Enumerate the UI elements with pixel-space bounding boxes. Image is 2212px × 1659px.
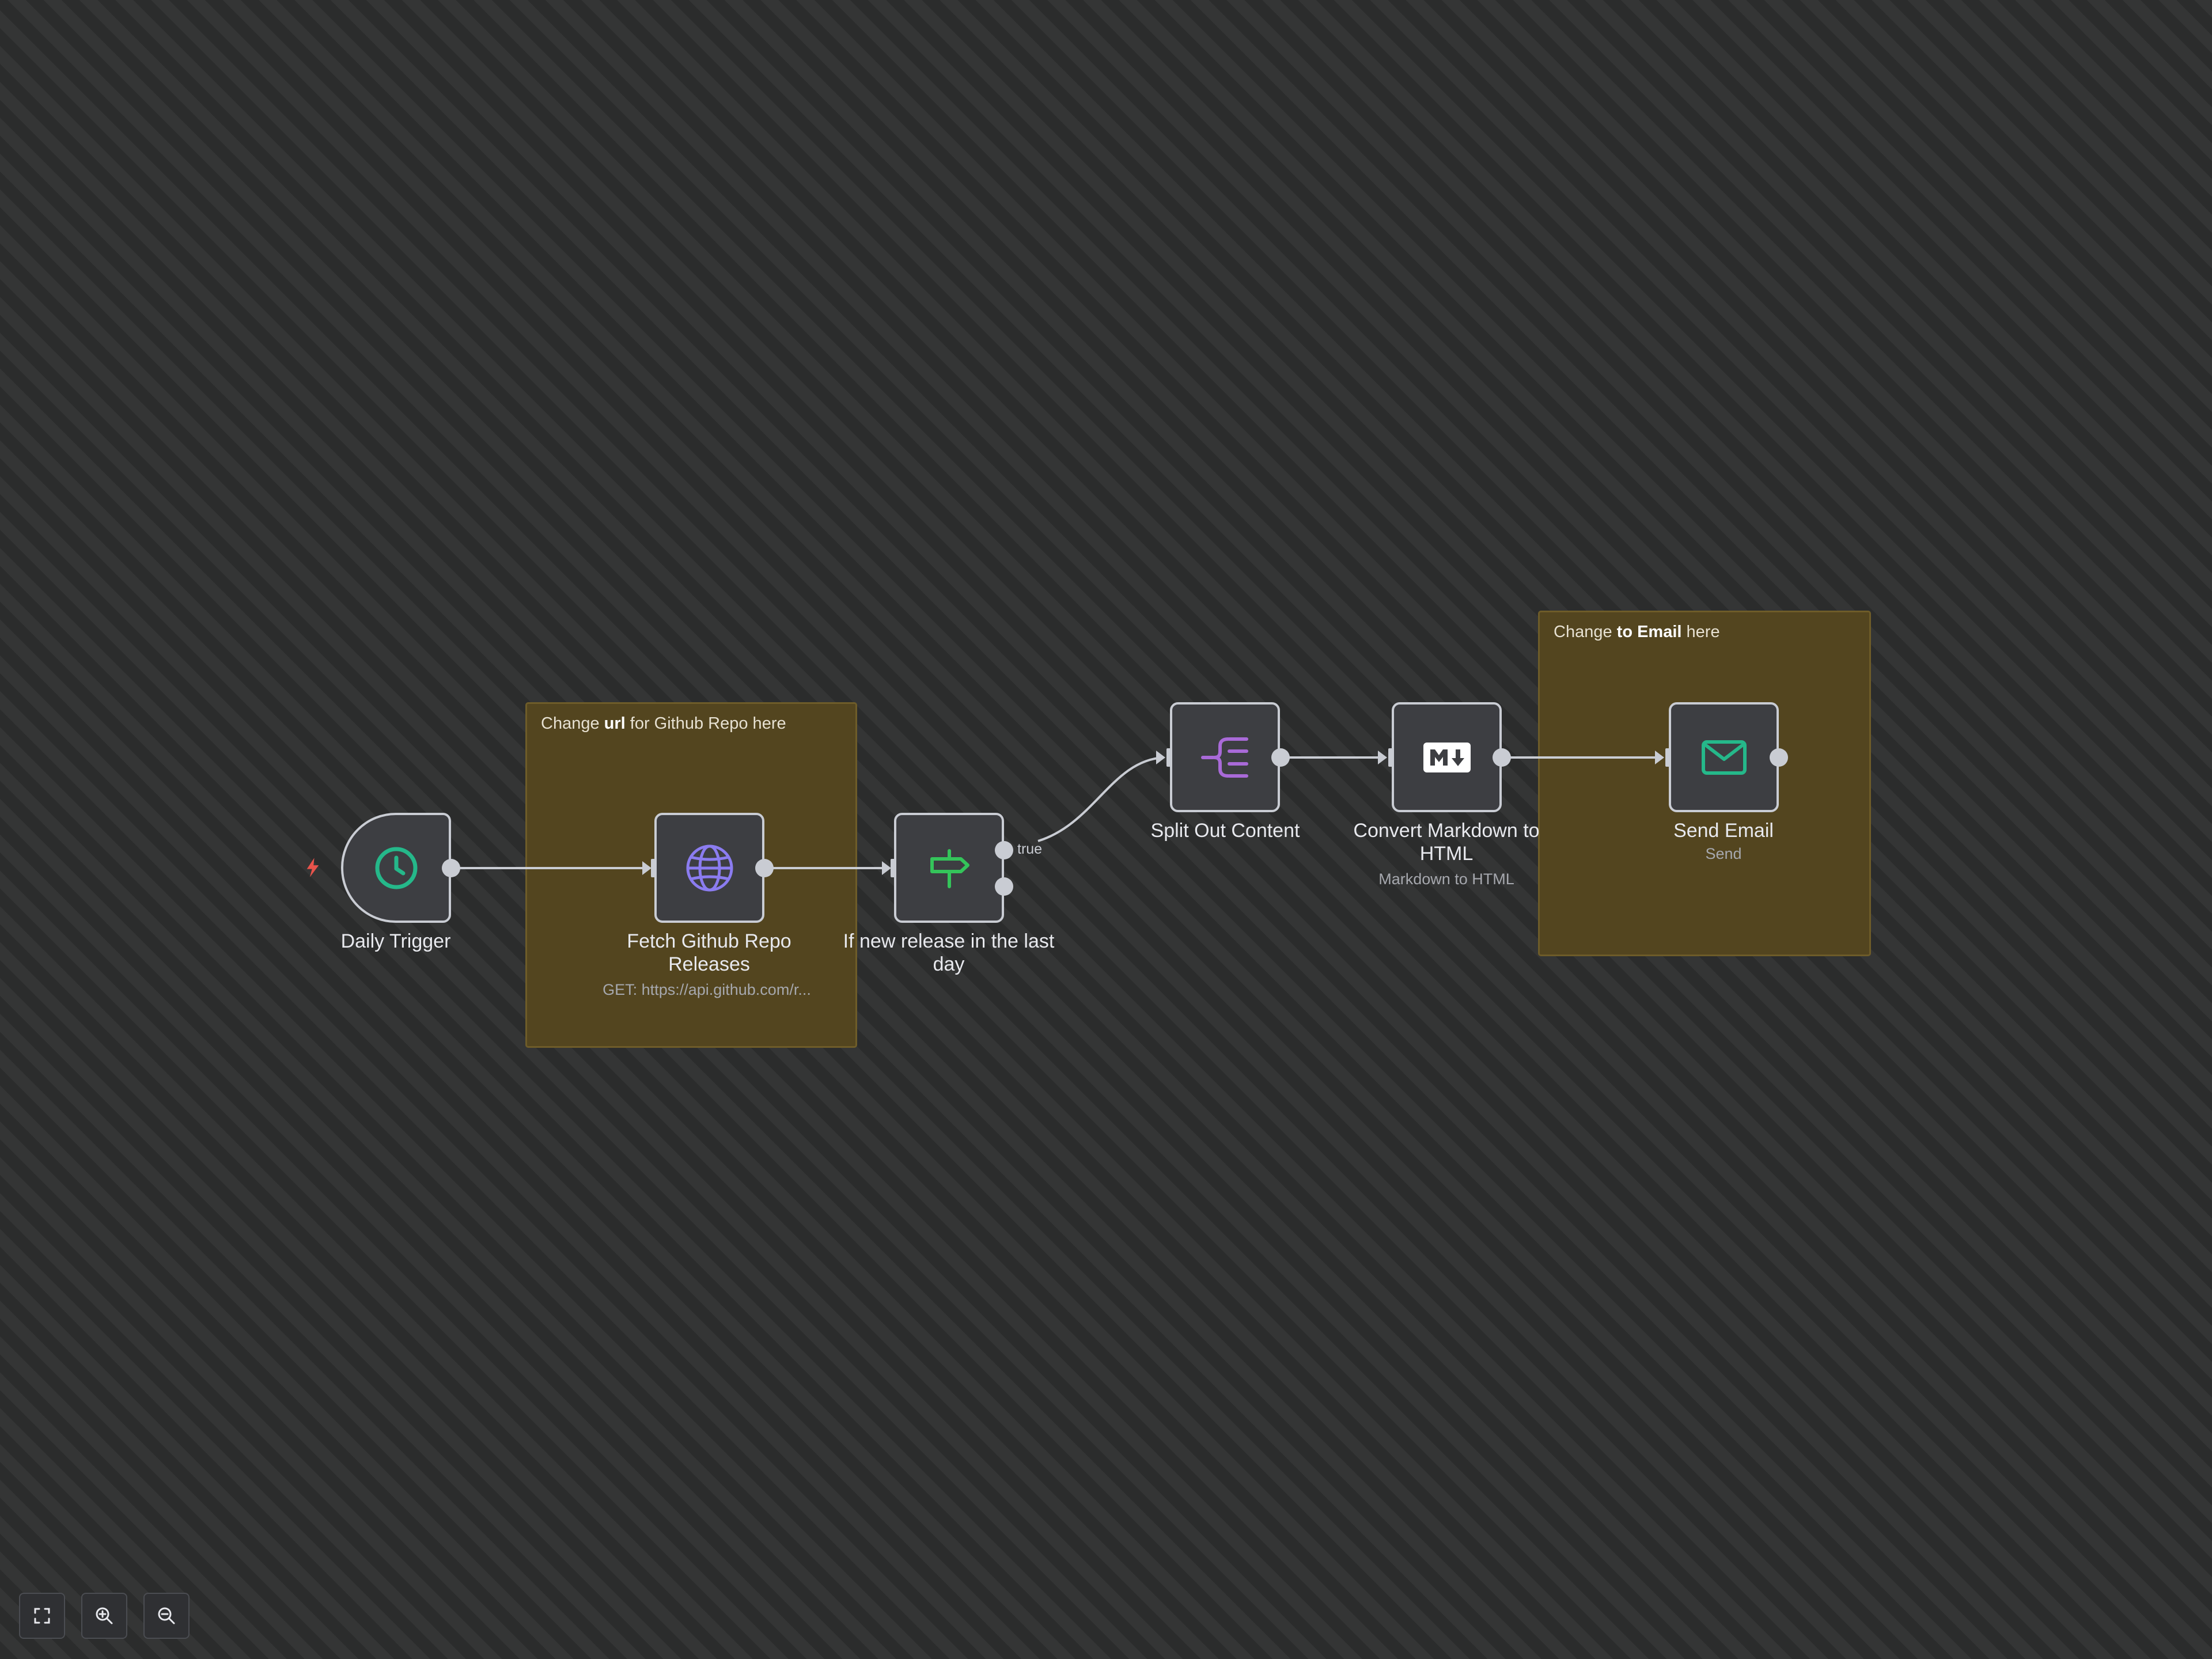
markdown-icon [1423,742,1471,772]
output-handle[interactable] [755,859,774,877]
zoom-out-button[interactable] [143,1593,190,1639]
node-label: Send Email [1673,820,1774,842]
zoom-in-button[interactable] [81,1593,127,1639]
arrowhead [1378,751,1387,764]
split-out-icon [1200,737,1248,778]
zoom-out-icon [158,1607,175,1624]
output-handle[interactable] [1271,748,1290,767]
node-if-new-release[interactable] [894,813,1004,923]
sticky-note-github-url[interactable]: Change url for Github Repo here [525,702,857,1048]
trigger-bolt-icon [306,858,319,877]
node-subtitle: GET: https://api.github.com/r... [603,981,811,998]
output-handle-false[interactable] [995,877,1013,896]
zoom-in-icon [96,1607,113,1624]
node-convert-markdown[interactable] [1392,702,1502,812]
node-split-out-content[interactable] [1170,702,1280,812]
arrowhead [1655,751,1664,764]
output-handle[interactable] [1493,748,1511,767]
sticky-note-text: Change url for Github Repo here [541,714,786,733]
node-fetch-github-releases[interactable] [654,813,764,923]
node-daily-trigger[interactable] [341,813,451,923]
output-handle[interactable] [442,859,460,877]
connection-if-to-split [1037,756,1164,842]
node-subtitle: Send [1705,845,1742,862]
fit-view-button[interactable] [19,1593,65,1639]
arrowhead [642,861,652,875]
node-label: Daily Trigger [340,930,451,952]
node-label: Split Out Content [1150,820,1300,842]
fullscreen-icon [34,1608,50,1624]
node-subtitle: Markdown to HTML [1378,870,1514,888]
globe-icon [686,844,733,891]
true-branch-label: true [1017,841,1043,857]
sticky-note-text: Change to Email here [1554,623,1720,641]
signpost-icon [930,849,969,888]
node-send-email[interactable] [1669,702,1779,812]
envelope-icon [1701,740,1747,775]
output-handle-true[interactable] [995,841,1013,859]
output-handle[interactable] [1770,748,1788,767]
clock-icon [375,847,417,889]
arrowhead [1156,751,1165,764]
arrowhead [882,861,891,875]
